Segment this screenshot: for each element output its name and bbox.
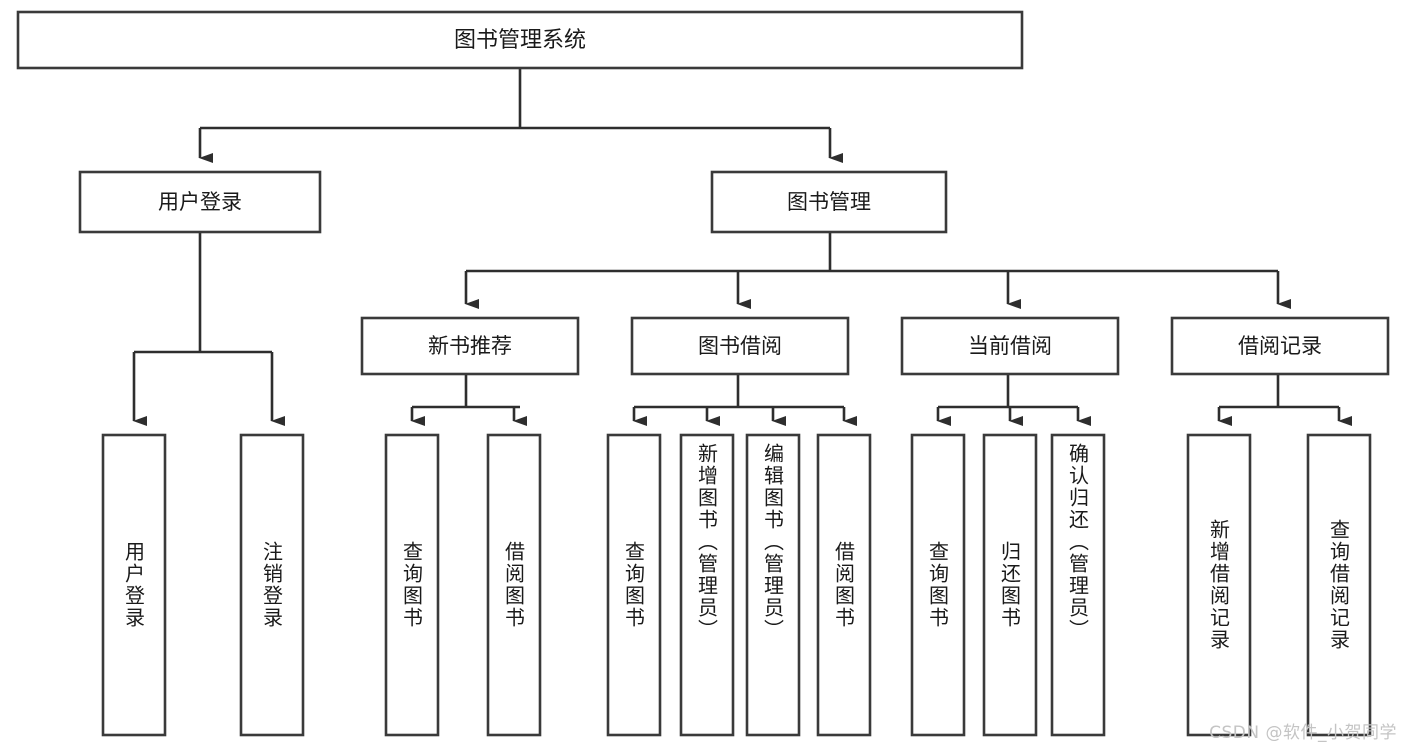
node-book-manage-label: 图书管理 [787, 190, 871, 214]
leaf-rect-layer [101, 433, 1372, 737]
node-book-borrow[interactable]: 图书借阅 [630, 316, 850, 376]
node-book-manage-rect[interactable] [710, 170, 948, 234]
node-current-borrow[interactable]: 当前借阅 [900, 316, 1120, 376]
node-user-login-label: 用户登录 [158, 190, 242, 214]
node-leaf-borrow-book-1-rect[interactable] [486, 433, 542, 737]
node-leaf-return-book-rect[interactable] [982, 433, 1038, 737]
node-current-borrow-label: 当前借阅 [968, 334, 1052, 358]
node-leaf-confirm-return-rect[interactable] [1050, 433, 1106, 737]
node-root-rect[interactable] [16, 10, 1024, 70]
node-new-book-rec[interactable]: 新书推荐 [360, 316, 580, 376]
watermark: CSDN @软件_小贺同学 [1209, 723, 1397, 743]
node-leaf-query-book-2-rect[interactable] [606, 433, 662, 737]
node-borrow-record-rect[interactable] [1170, 316, 1390, 376]
node-new-book-rec-rect[interactable] [360, 316, 580, 376]
node-leaf-query-record-rect[interactable] [1306, 433, 1372, 737]
node-user-login[interactable]: 用户登录 [78, 170, 322, 234]
node-book-borrow-label: 图书借阅 [698, 334, 782, 358]
node-new-book-rec-label: 新书推荐 [428, 334, 512, 358]
node-leaf-logout-rect[interactable] [239, 433, 305, 737]
node-current-borrow-rect[interactable] [900, 316, 1120, 376]
connector-layer [132, 68, 1352, 426]
node-leaf-edit-book-rect[interactable] [745, 433, 801, 737]
node-leaf-add-book-rect[interactable] [679, 433, 735, 737]
node-leaf-borrow-book-2-rect[interactable] [816, 433, 872, 737]
node-book-manage[interactable]: 图书管理 [710, 170, 948, 234]
node-root[interactable]: 图书管理系统 [16, 10, 1024, 70]
node-leaf-query-book-1-rect[interactable] [384, 433, 440, 737]
node-book-borrow-rect[interactable] [630, 316, 850, 376]
node-borrow-record-label: 借阅记录 [1238, 334, 1322, 358]
node-borrow-record[interactable]: 借阅记录 [1170, 316, 1390, 376]
node-leaf-query-book-3-rect[interactable] [910, 433, 966, 737]
node-leaf-user-login-rect[interactable] [101, 433, 167, 737]
node-root-label: 图书管理系统 [454, 28, 586, 53]
node-leaf-add-record-rect[interactable] [1186, 433, 1252, 737]
node-user-login-rect[interactable] [78, 170, 322, 234]
